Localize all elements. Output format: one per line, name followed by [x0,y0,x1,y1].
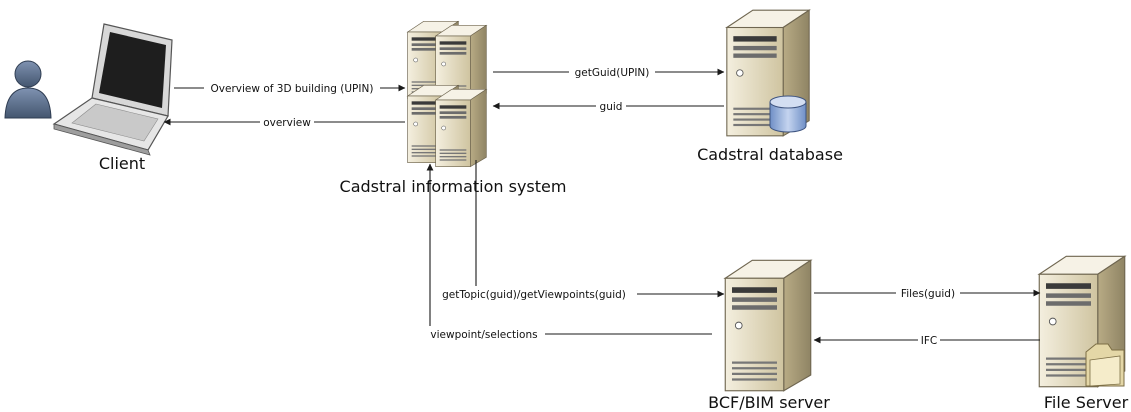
edge-label-ifc: IFC [921,335,937,347]
node-label-file-server: File Server [1044,393,1129,412]
edge-overview: overview [163,114,405,130]
folder-icon [1085,343,1125,387]
edge-ifc: IFC [813,332,1040,348]
edge-getguid: getGuid(UPIN) [493,64,725,80]
edge-label-getguid: getGuid(UPIN) [575,67,650,79]
edge-label-overview: overview [263,117,311,129]
node-label-cadstral-information-system: Cadstral information system [340,177,567,196]
edge-label-overview-request: Overview of 3D building (UPIN) [211,83,374,95]
edge-files: Files(guid) [814,285,1041,301]
node-label-client: Client [99,154,145,173]
server-icon [724,259,812,392]
edge-label-viewpoint: viewpoint/selections [430,329,537,341]
laptop-icon [52,23,173,156]
edge-gettopic: getTopic(guid)/getViewpoints(guid) [431,160,725,302]
user-icon [4,60,52,119]
edge-viewpoint: viewpoint/selections [423,163,712,342]
database-icon [769,95,807,133]
edge-guid: guid [492,98,724,114]
edge-overview-request: Overview of 3D building (UPIN) [174,80,406,96]
edge-label-gettopic: getTopic(guid)/getViewpoints(guid) [442,289,626,301]
edge-label-guid: guid [600,101,623,113]
edge-label-files: Files(guid) [901,288,955,300]
node-label-cadstral-database: Cadstral database [697,145,843,164]
server-icon [407,20,487,168]
node-label-bcf-bim-server: BCF/BIM server [708,393,830,412]
